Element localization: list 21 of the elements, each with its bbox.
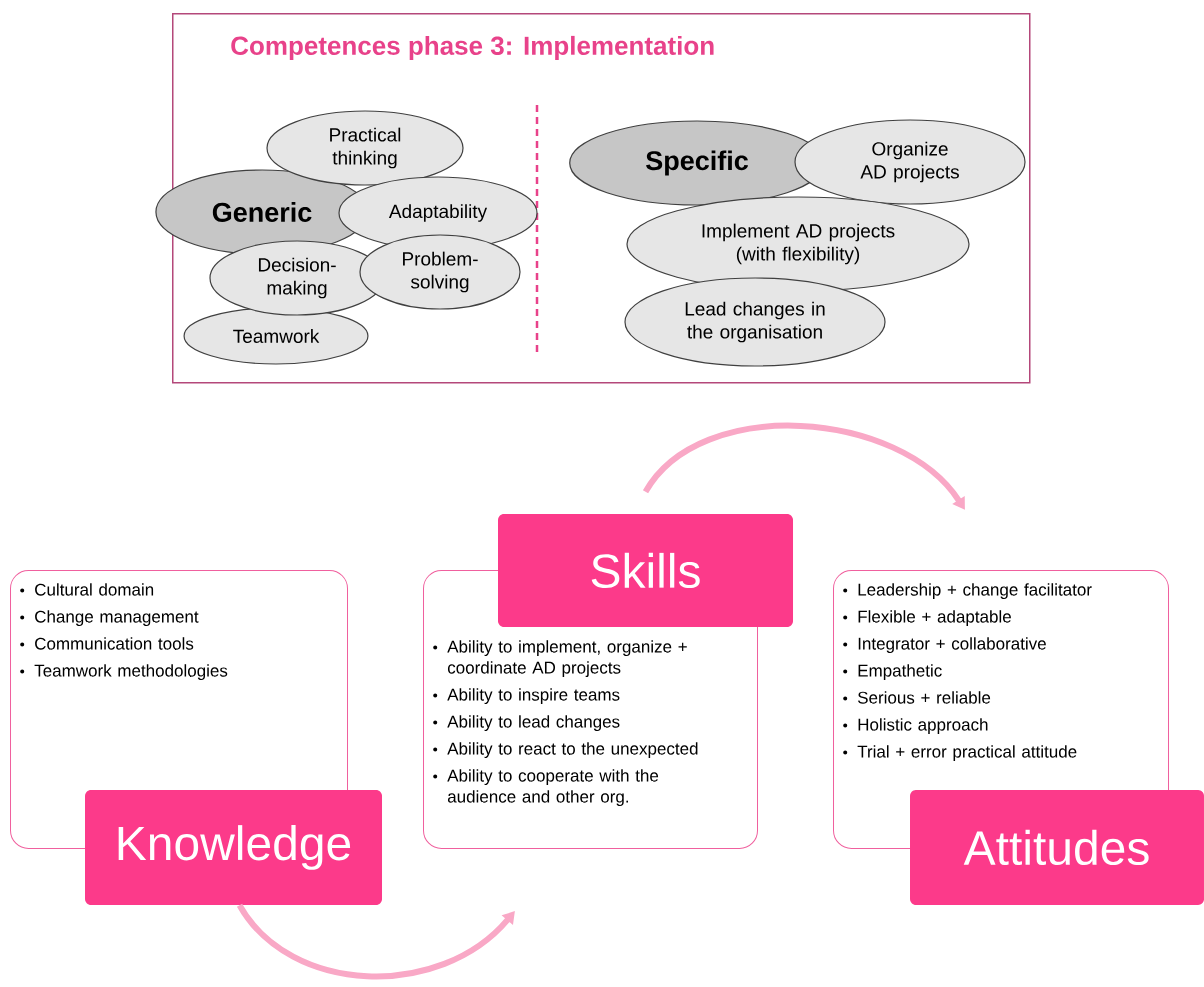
list-item: Holistic approach [843, 718, 988, 735]
list-item: Trial + error practical attitude [843, 745, 1077, 762]
list-item: Serious + reliable [843, 691, 991, 704]
list-item: Ability to react to the unexpected [433, 742, 698, 759]
list-item: Communication tools [20, 637, 194, 650]
panel-title: Competences phase 3: Implementation [231, 35, 714, 61]
heading-box: Attitudes [910, 790, 1204, 905]
list-item: Integrator + collaborative [843, 637, 1046, 654]
list-item: Change management [20, 610, 199, 627]
curved-arrow [237, 903, 515, 980]
list-item: Cultural domain [20, 583, 154, 596]
list-item: Teamwork methodologies [20, 664, 228, 681]
list-item: Flexible + adaptable [843, 610, 1011, 627]
heading-box: Knowledge [85, 790, 382, 905]
list-item: Ability to cooperate with the audience and other org. [433, 769, 659, 807]
list-item: Ability to inspire teams [433, 688, 620, 705]
list-item: Ability to implement, organize + coordinate AD projects [433, 640, 687, 678]
list-item: Empathetic [843, 664, 942, 681]
list-item: Leadership + change facilitator [843, 583, 1092, 600]
heading-box: Skills [498, 514, 793, 627]
list-item: Ability to lead changes [433, 715, 620, 732]
